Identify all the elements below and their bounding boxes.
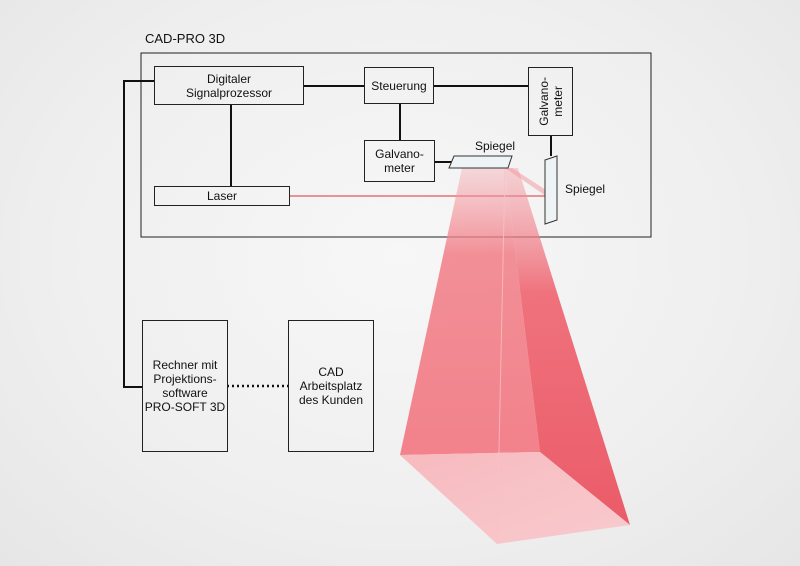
projection-cone-left — [400, 168, 540, 455]
connection-lines — [123, 80, 552, 388]
cad-block: CAD Arbeitsplatz des Kunden — [288, 320, 374, 452]
galvanometer-top-label: Galvano- meter — [536, 77, 565, 126]
galvanometer-top-block: Galvano- meter — [528, 67, 573, 136]
projection-cone-base — [400, 452, 630, 544]
mirror-vertical-label: Spiegel — [565, 182, 606, 196]
mirror-horizontal — [448, 155, 513, 169]
system-title: CAD-PRO 3D — [145, 31, 226, 46]
cad-pro-frame — [140, 52, 652, 238]
steuerung-block: Steuerung — [364, 67, 434, 104]
mirror-vertical — [544, 155, 558, 225]
mirror-horizontal-label: Spiegel — [475, 139, 516, 153]
rechner-block: Rechner mit Projektions- software PRO-SO… — [142, 320, 228, 452]
projection-edge — [496, 167, 506, 545]
galvanometer-mid-block: Galvano- meter — [364, 140, 435, 182]
projection-cone-right — [505, 168, 630, 525]
dsp-block: Digitaler Signalprozessor — [154, 66, 304, 105]
link-dsp-rechner — [123, 80, 154, 388]
laser-block: Laser — [154, 186, 290, 206]
